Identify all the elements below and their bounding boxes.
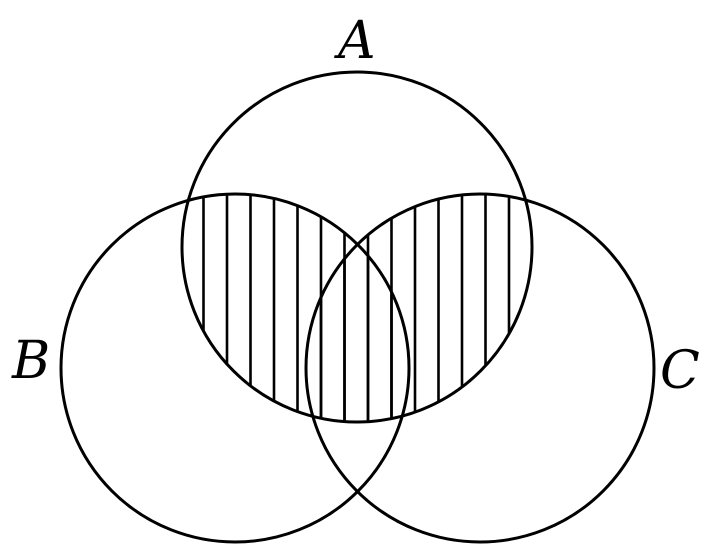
circle-a <box>180 70 534 424</box>
circle-c <box>304 192 656 544</box>
circle-b <box>59 192 411 544</box>
label-c: C <box>660 341 700 401</box>
label-a: A <box>334 11 376 71</box>
label-b: B <box>11 331 50 391</box>
